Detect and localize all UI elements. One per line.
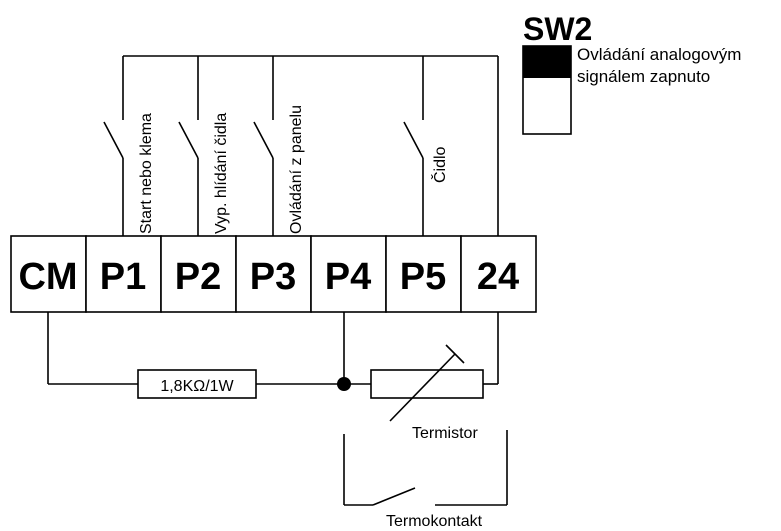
thermocontact-label: Termokontakt [386,513,483,530]
switch-p3-label: Ovládání z panelu [288,105,305,234]
sw2-switch-lever [523,46,571,78]
terminal-p1-label: P1 [100,256,146,298]
terminal-24-label: 24 [477,256,519,298]
switch-p1-label: Start nebo klema [138,113,155,234]
thermocontact [343,430,508,506]
switch-p2-label: Vyp. hlídání čidla [213,113,230,234]
switch-p1 [103,56,124,236]
sw2-label-line2: signálem zapnuto [577,67,710,86]
switch-p2 [178,56,199,236]
terminal-p5-label: P5 [400,256,446,298]
terminal-p2 [160,235,237,313]
switch-p5-label: Čidlo [430,146,449,183]
resistor-label: 1,8KΩ/1W [160,378,234,395]
terminal-cm [10,235,87,313]
sw2-title: SW2 [523,11,592,47]
thermistor-cap [445,344,465,364]
terminal-cm-label: CM [18,256,77,298]
terminal-p2-label: P2 [175,256,221,298]
resistor [137,369,257,399]
thermistor-diagonal [389,353,456,422]
terminal-block: CM P1 P2 P3 P4 P5 24 [10,235,537,313]
sw2-label-line1: Ovládání analogovým [577,45,741,64]
switch-p3 [253,56,274,236]
switch-p5 [403,56,424,236]
junction-dot [337,377,351,391]
terminal-p5 [385,235,462,313]
terminal-p3-label: P3 [250,256,296,298]
terminal-p4 [310,235,387,313]
terminal-p4-label: P4 [325,256,371,298]
terminal-p1 [85,235,162,313]
terminal-p3 [235,235,312,313]
thermistor-label: Termistor [412,425,478,442]
